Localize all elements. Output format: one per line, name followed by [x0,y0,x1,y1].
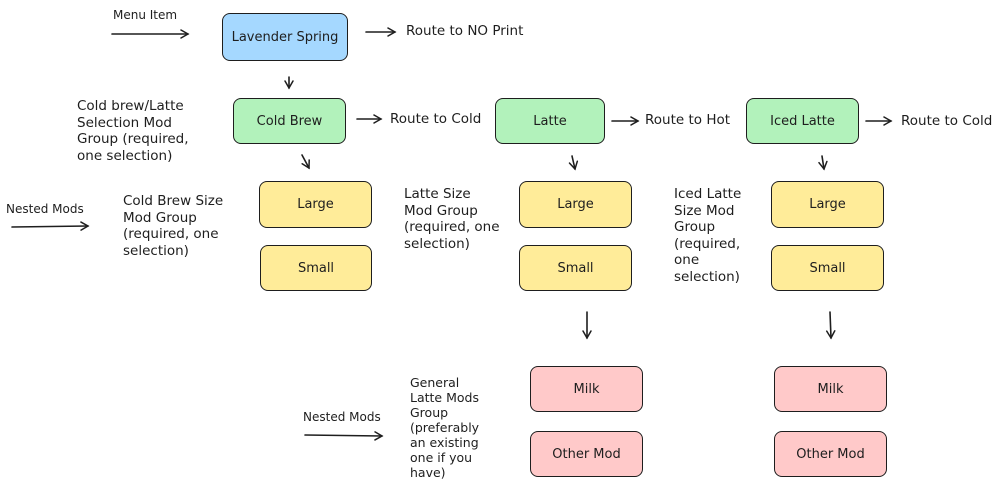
latte-box: Latte [495,98,605,144]
nested-mods-label-2: Nested Mods [303,410,381,424]
iced-latte-size-group-label: Iced Latte Size Mod Group (required, one… [674,186,742,285]
arrow-latte-down [568,155,579,171]
menu-item-box: Lavender Spring [222,13,348,61]
iced-latte-small-box: Small [771,245,884,291]
iced-latte-box: Iced Latte [746,98,859,144]
iced-latte-milk-box: Milk [774,366,887,412]
latte-size-group-label: Latte Size Mod Group (required, one sele… [404,186,500,252]
cold-brew-large-box: Large [259,181,372,228]
cold-brew-size-group-label: Cold Brew Size Mod Group (required, one … [123,193,224,259]
route-cold-label-2: Route to Cold [901,113,993,129]
cold-brew-box: Cold Brew [233,98,346,144]
cold-brew-latte-group-label: Cold brew/Latte Selection Mod Group (req… [77,98,189,164]
latte-milk-box: Milk [530,366,643,412]
iced-latte-large-box: Large [771,181,884,228]
latte-small-box: Small [519,245,632,291]
arrow-cold-brew-down [301,154,310,170]
menu-item-label: Menu Item [113,8,178,22]
arrow-nested-mods-1 [11,221,90,231]
cold-brew-small-box: Small [260,245,372,291]
arrow-iced-latte-to-mods [825,311,836,340]
route-no-print-label: Route to NO Print [406,23,524,39]
arrow-iced-latte-down [818,155,828,171]
general-latte-group-label: General Latte Mods Group (preferably an … [410,375,480,480]
latte-other-mod-box: Other Mod [530,431,643,477]
latte-large-box: Large [519,181,632,228]
arrow-nested-mods-2 [304,431,384,441]
route-cold-label-1: Route to Cold [390,111,482,127]
iced-latte-other-mod-box: Other Mod [774,431,887,477]
route-hot-label: Route to Hot [645,112,731,128]
nested-mods-label-1: Nested Mods [6,202,84,216]
